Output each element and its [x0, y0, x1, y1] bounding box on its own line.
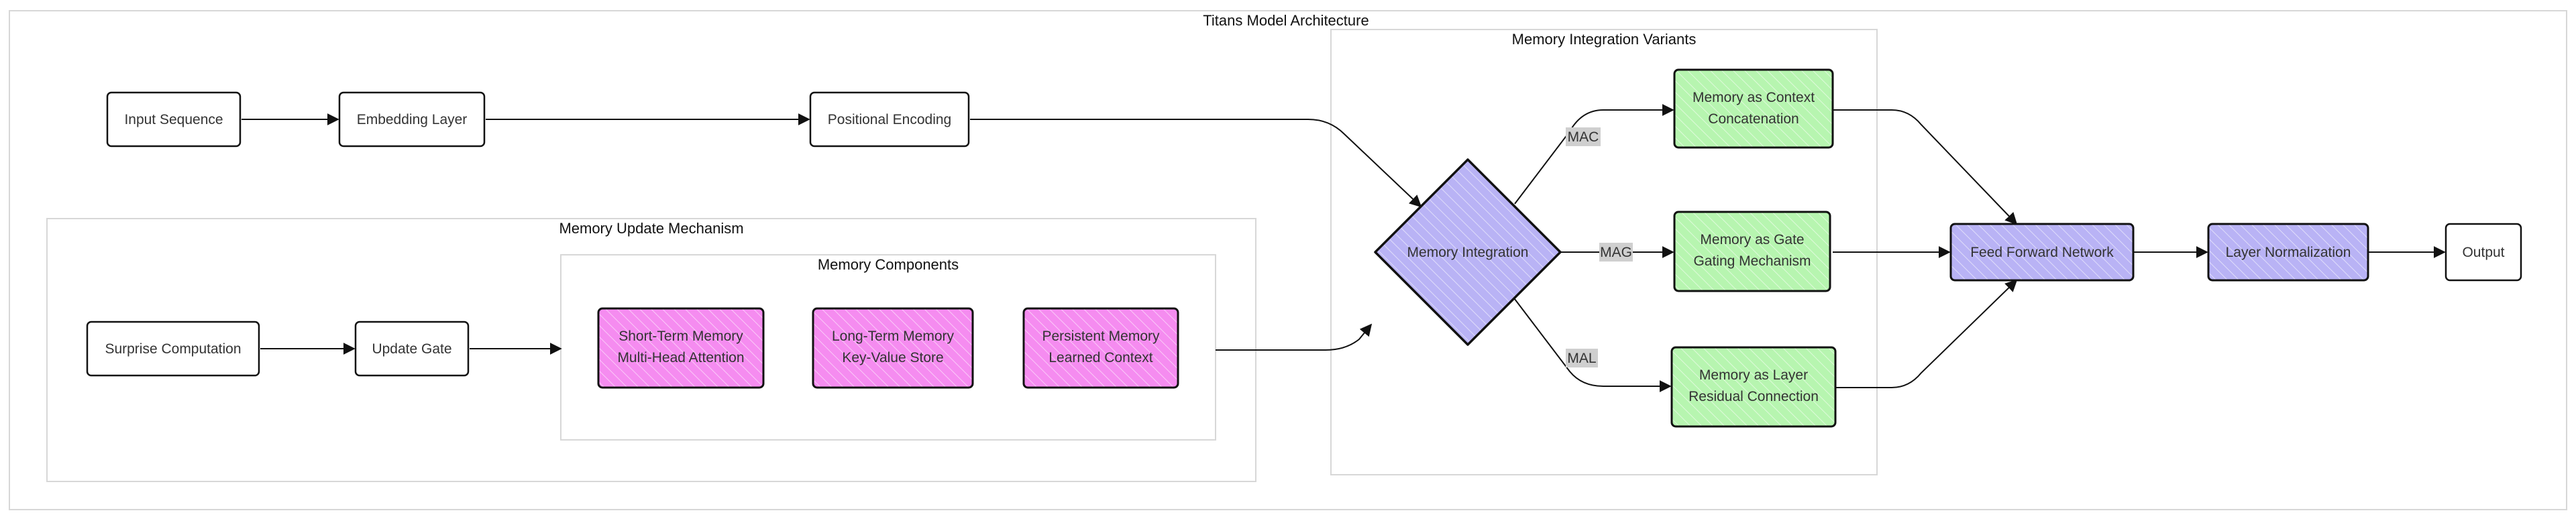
svg-text:Key-Value Store: Key-Value Store — [842, 350, 943, 365]
edge-integration-to-mac — [1514, 104, 1674, 205]
svg-text:Memory as Context: Memory as Context — [1693, 90, 1815, 105]
node-mal-variant: Memory as Layer Residual Connection — [1670, 346, 1837, 428]
svg-text:Embedding Layer: Embedding Layer — [357, 112, 468, 127]
edge-components-to-integration — [1216, 323, 1373, 351]
svg-text:Memory as Layer: Memory as Layer — [1699, 367, 1808, 383]
node-mag-variant: Memory as Gate Gating Mechanism — [1673, 211, 1831, 292]
node-update-gate: Update Gate — [354, 321, 470, 377]
edge-label-mac-bg — [1566, 127, 1601, 146]
edge-positional-to-integration — [970, 119, 1422, 208]
edge-mal-to-ffn — [1835, 279, 2018, 388]
node-output: Output — [2445, 223, 2522, 282]
edge-label-mal: MAL — [1567, 351, 1596, 366]
node-short-term-memory: Short-Term Memory Multi-Head Attention — [597, 307, 765, 389]
node-mac-variant: Memory as Context Concatenation — [1673, 68, 1834, 149]
node-input-sequence: Input Sequence — [106, 91, 241, 148]
svg-text:Memory Integration: Memory Integration — [1407, 245, 1529, 260]
diagram-title: Titans Model Architecture — [1203, 12, 1368, 29]
edge-integration-to-mal — [1514, 298, 1672, 392]
svg-text:Residual Connection: Residual Connection — [1688, 389, 1819, 404]
svg-text:Layer Normalization: Layer Normalization — [2226, 245, 2351, 260]
svg-text:Positional Encoding: Positional Encoding — [828, 112, 951, 127]
svg-text:Persistent Memory: Persistent Memory — [1042, 329, 1160, 344]
node-layer-normalization: Layer Normalization — [2207, 223, 2369, 282]
node-persistent-memory: Persistent Memory Learned Context — [1022, 307, 1179, 389]
svg-text:Surprise Computation: Surprise Computation — [105, 341, 241, 357]
node-memory-integration: Memory Integration — [1374, 158, 1562, 346]
node-long-term-memory: Long-Term Memory Key-Value Store — [812, 307, 974, 389]
svg-text:Multi-Head Attention: Multi-Head Attention — [617, 350, 744, 365]
group-memory-variants-label: Memory Integration Variants — [1512, 31, 1697, 48]
svg-text:Memory as Gate: Memory as Gate — [1700, 232, 1804, 247]
svg-text:Input Sequence: Input Sequence — [124, 112, 223, 127]
node-positional-encoding: Positional Encoding — [809, 91, 970, 148]
svg-text:Update Gate: Update Gate — [372, 341, 451, 357]
edge-label-mac: MAC — [1568, 129, 1599, 145]
node-surprise-computation: Surprise Computation — [86, 321, 260, 377]
svg-text:Short-Term Memory: Short-Term Memory — [619, 329, 743, 344]
group-memory-components-label: Memory Components — [818, 256, 959, 273]
svg-text:Learned Context: Learned Context — [1049, 350, 1152, 365]
svg-text:Gating Mechanism: Gating Mechanism — [1693, 253, 1811, 269]
edge-label-mal-bg — [1566, 349, 1598, 367]
edge-mac-to-ffn — [1833, 109, 2018, 225]
svg-text:Long-Term Memory: Long-Term Memory — [832, 329, 955, 344]
outer-frame — [9, 10, 2567, 510]
node-feed-forward-network: Feed Forward Network — [1949, 223, 2135, 282]
edge-label-mag: MAG — [1600, 245, 1632, 260]
svg-text:Output: Output — [2462, 245, 2504, 260]
svg-text:Concatenation: Concatenation — [1708, 111, 1799, 127]
edge-label-mag-bg — [1599, 243, 1633, 262]
group-memory-update-label: Memory Update Mechanism — [559, 220, 743, 237]
node-embedding-layer: Embedding Layer — [338, 91, 486, 148]
svg-text:Feed Forward Network: Feed Forward Network — [1970, 245, 2114, 260]
